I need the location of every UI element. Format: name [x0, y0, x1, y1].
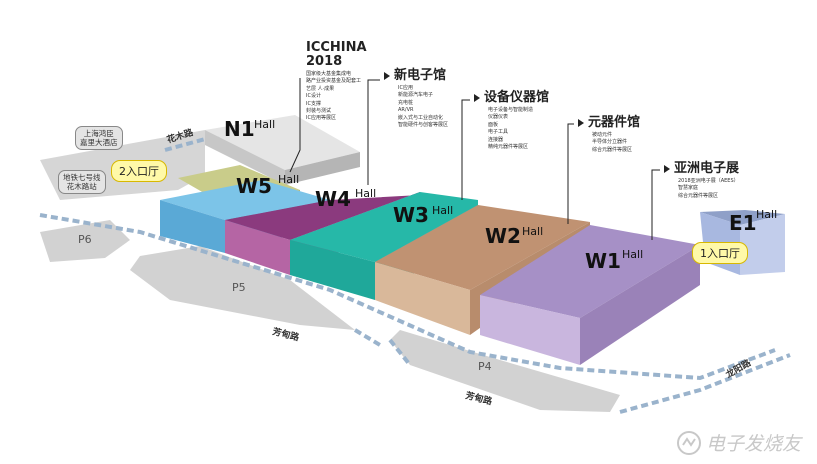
list-item: 智慧家庭 — [678, 185, 699, 192]
pointer-arrow-icon — [384, 72, 390, 80]
entrance-1: 1入口厅 — [692, 242, 748, 264]
icchina-list: 国家级大基金集成电 路产业投资基金及配套工 艺层 人·成果 IC设计 IC支撑 … — [306, 71, 367, 123]
hall-w1-word: Hall — [622, 248, 643, 261]
lot-p6: P6 — [78, 233, 92, 246]
list-item: 嵌入式与工业自动化 — [398, 114, 444, 121]
road-longyang-line — [619, 353, 791, 414]
parking-p5 — [130, 246, 355, 330]
list-item: 2018亚洲电子展（AEES） — [678, 178, 739, 184]
list-item: 路产业投资基金及配套工 — [306, 78, 362, 85]
hall-w5-code: W5 — [236, 174, 272, 198]
list-item: AR/VR — [398, 107, 414, 114]
watermark-text: 电子发烧友 — [705, 433, 801, 455]
n1-top — [205, 115, 360, 170]
list-item: 被动元件 — [592, 132, 613, 138]
hall-w1-code: W1 — [585, 249, 621, 273]
list-item: 综合元器件等展区 — [592, 146, 633, 153]
list-item: 封装与测试 — [306, 108, 332, 115]
pointer-arrow-icon — [474, 94, 480, 102]
list-item: 充电桩 — [398, 99, 414, 106]
list-item: 面板 — [488, 121, 499, 128]
list-item: 仪器仪表 — [488, 114, 509, 121]
hall-w2-word: Hall — [522, 225, 543, 238]
hall-w3-word: Hall — [432, 204, 453, 217]
w5-front — [160, 200, 225, 253]
asia-list: 2018亚洲电子展（AEES） 智慧家庭 综合元器件等展区 — [678, 178, 739, 200]
annotation-components: 元器件馆 被动元件 半导体分立器件 综合元器件等展区 — [578, 116, 640, 154]
n1-front — [205, 130, 285, 185]
watermark: 电子发烧友 — [676, 429, 801, 456]
lot-p5: P5 — [232, 281, 246, 294]
list-item: IC设计 — [306, 93, 321, 100]
list-item: IC应用 — [398, 85, 413, 91]
list-item: IC应用等展区 — [306, 115, 336, 122]
list-item: 新能源汽车电子 — [398, 92, 434, 99]
hall-n1-word: Hall — [254, 118, 275, 131]
hall-n1-code: N1 — [224, 117, 255, 141]
e1-side — [740, 214, 785, 275]
w1-top — [480, 225, 700, 318]
list-item: 连接器 — [488, 136, 504, 143]
n1-side — [285, 152, 360, 185]
annotation-equipment: 设备仪器馆 电子设备与智能制造 仪器仪表 面板 电子工具 连接器 精纯元器件等展… — [474, 91, 549, 151]
landmark-metro-line1: 地铁七号线 — [63, 173, 101, 182]
w4-top — [225, 192, 420, 240]
annotation-new-electronics: 新电子馆 IC应用 新能源汽车电子 充电桩 AR/VR 嵌入式与工业自动化 智能… — [384, 69, 448, 129]
components-list: 被动元件 半导体分立器件 综合元器件等展区 — [592, 132, 640, 154]
w4-front — [225, 220, 290, 275]
w1-front — [480, 295, 580, 365]
landmark-metro: 地铁七号线 花木路站 — [58, 170, 106, 194]
w3-front — [290, 240, 375, 300]
list-item: 精纯元器件等展区 — [488, 144, 529, 151]
w3-top — [290, 192, 478, 262]
hall-w3-code: W3 — [393, 203, 429, 227]
landmark-hotel: 上海鸿臣 嘉里大酒店 — [75, 126, 123, 150]
entrance-2: 2入口厅 — [111, 160, 167, 182]
landmark-hotel-line2: 嘉里大酒店 — [80, 138, 118, 147]
hall-e1-code: E1 — [729, 211, 757, 235]
landmark-hotel-line1: 上海鸿臣 — [83, 129, 114, 138]
new-electronics-title: 新电子馆 — [394, 68, 447, 83]
hall-w2-code: W2 — [485, 224, 521, 248]
parking-p6 — [40, 220, 130, 262]
w2-front — [375, 262, 470, 335]
road-side-line — [353, 328, 412, 367]
annotation-asia: 亚洲电子展 2018亚洲电子展（AEES） 智慧家庭 综合元器件等展区 — [664, 162, 739, 200]
parking-p4 — [390, 330, 620, 412]
leader-lines — [289, 78, 660, 240]
list-item: 智能硬件与创客等展区 — [398, 122, 449, 129]
road-fangdian-line — [39, 213, 776, 381]
w5-top — [160, 180, 330, 220]
list-item: IC支撑 — [306, 100, 321, 107]
hall-e1-word: Hall — [756, 208, 777, 221]
equipment-list: 电子设备与智能制造 仪器仪表 面板 电子工具 连接器 精纯元器件等展区 — [488, 107, 549, 151]
road-fangdian-1: 芳甸路 — [271, 325, 301, 343]
pointer-arrow-icon — [664, 165, 670, 173]
hall-w4-word: Hall — [355, 187, 376, 200]
components-title: 元器件馆 — [588, 115, 641, 130]
w1-side — [580, 245, 700, 365]
asia-title: 亚洲电子展 — [674, 161, 740, 176]
hall-w4-code: W4 — [315, 187, 351, 211]
hall-w5-word: Hall — [278, 173, 299, 186]
pointer-arrow-icon — [578, 119, 584, 127]
annotation-icchina: ICCHINA 2018 国家级大基金集成电 路产业投资基金及配套工 艺层 人·… — [306, 41, 367, 123]
w2-top — [375, 205, 590, 290]
icchina-title-1: ICCHINA — [306, 40, 367, 55]
watermark-logo-icon — [676, 430, 701, 455]
list-item: 电子工具 — [488, 129, 509, 136]
equipment-title: 设备仪器馆 — [484, 90, 550, 105]
list-item: 电子设备与智能制造 — [488, 107, 534, 113]
list-item: 国家级大基金集成电 — [306, 71, 352, 77]
e1-top — [700, 210, 785, 225]
landmark-metro-line2: 花木路站 — [66, 182, 97, 191]
lot-p4: P4 — [478, 360, 492, 373]
list-item: 艺层 人·成果 — [306, 85, 335, 92]
list-item: 综合元器件等展区 — [678, 192, 719, 199]
icchina-title-2: 2018 — [306, 54, 343, 69]
list-item: 半导体分立器件 — [592, 139, 628, 146]
new-electronics-list: IC应用 新能源汽车电子 充电桩 AR/VR 嵌入式与工业自动化 智能硬件与创客… — [398, 85, 448, 129]
